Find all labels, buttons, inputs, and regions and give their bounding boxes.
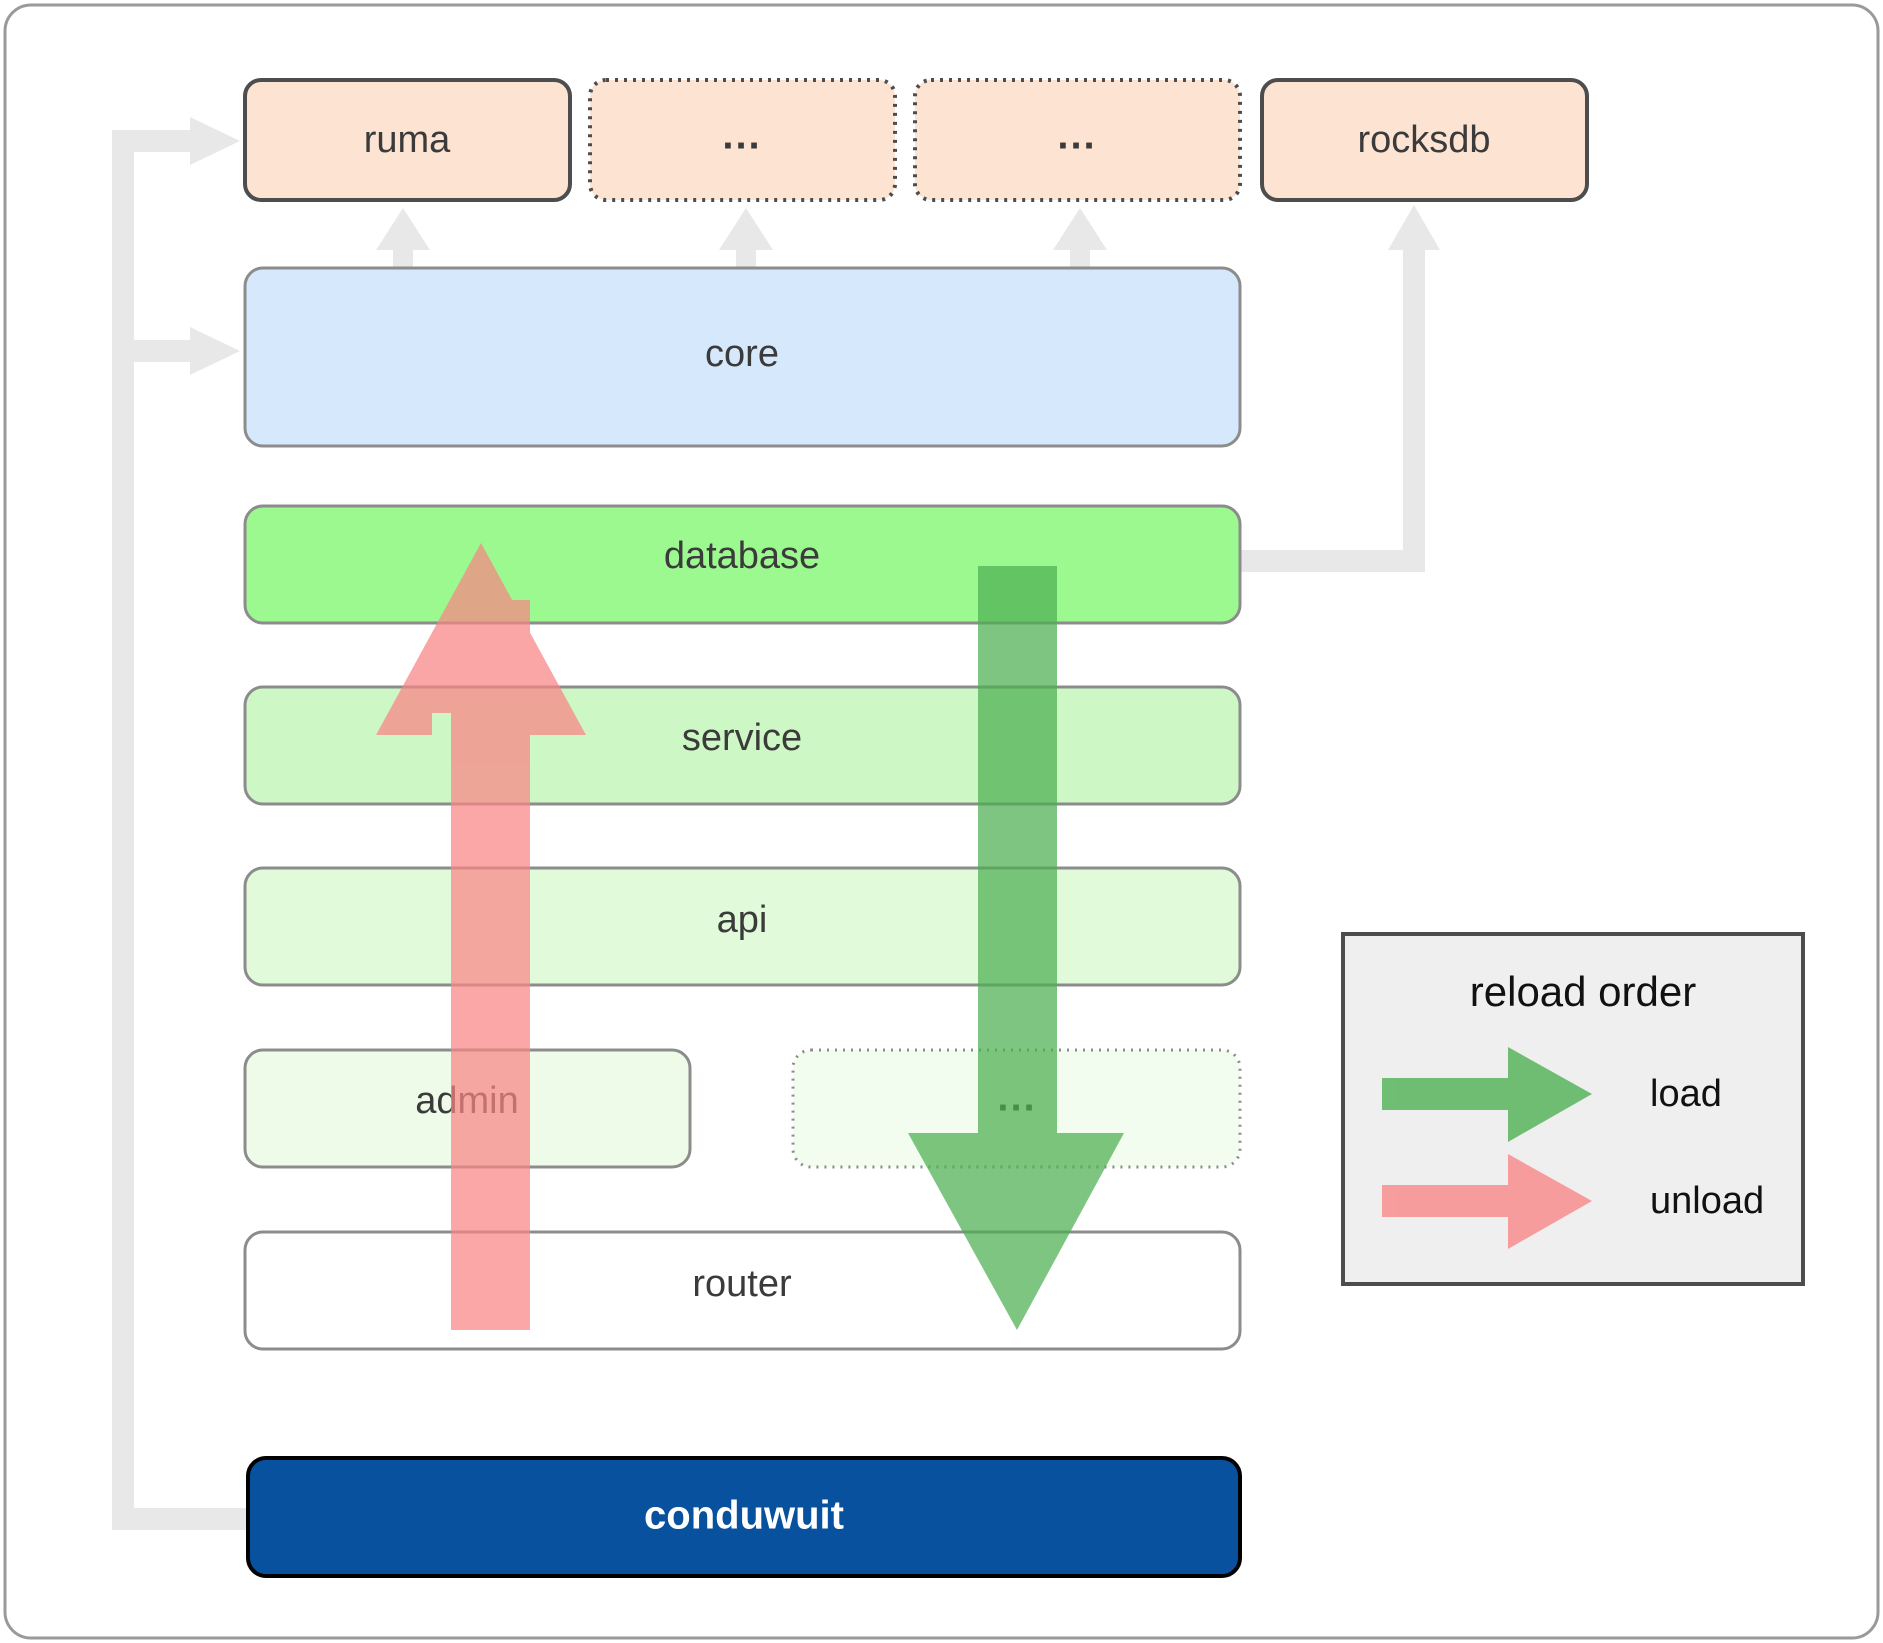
legend-unload-arrow-shaft bbox=[1382, 1185, 1537, 1217]
connector-db-to-rocksdb-head bbox=[1388, 205, 1440, 250]
layer-api-label: api bbox=[717, 899, 768, 941]
external-crate-rocksdb[interactable]: rocksdb bbox=[1260, 78, 1589, 202]
layer-database-label: database bbox=[664, 535, 820, 577]
unload-flow-arrow bbox=[376, 543, 586, 1330]
load-arrow-head bbox=[908, 1133, 1124, 1330]
layer-core-box[interactable] bbox=[243, 266, 1242, 448]
layer-router[interactable]: router bbox=[243, 1230, 1242, 1351]
external-crate-placeholder-1-box[interactable] bbox=[588, 78, 897, 202]
layer-core-label: core bbox=[705, 333, 779, 375]
layer-router-label: router bbox=[692, 1263, 792, 1305]
legend-title: reload order bbox=[1470, 968, 1696, 1015]
connector-to-conduwuit-stem bbox=[112, 1508, 247, 1530]
layer-service-label: service bbox=[682, 717, 802, 759]
legend-load-label: load bbox=[1650, 1073, 1722, 1115]
layer-database[interactable]: database bbox=[243, 504, 1242, 625]
unload-arrow-head bbox=[376, 543, 586, 735]
external-crate-ruma-label: ruma bbox=[364, 119, 451, 161]
external-crate-rocksdb-box[interactable] bbox=[1260, 78, 1589, 202]
legend: reload order load unload bbox=[1341, 932, 1805, 1286]
load-arrow-shaft bbox=[978, 566, 1057, 1246]
connector-db-to-rocksdb-horizontal bbox=[1240, 550, 1425, 572]
legend-unload-arrow-head bbox=[1508, 1154, 1592, 1249]
connector-to-ruma-head bbox=[190, 117, 240, 165]
connector-to-ruma-stem bbox=[112, 130, 197, 152]
binary-conduwuit[interactable]: conduwuit bbox=[246, 1456, 1242, 1578]
legend-entry-unload bbox=[1382, 1154, 1592, 1249]
legend-entry-load bbox=[1382, 1047, 1592, 1142]
layer-core[interactable]: core bbox=[243, 266, 1242, 448]
external-crate-placeholder-2[interactable]: ... bbox=[913, 78, 1242, 202]
external-crate-placeholder-2-label: ... bbox=[1057, 114, 1096, 158]
external-crate-rocksdb-label: rocksdb bbox=[1357, 119, 1490, 161]
connector-to-core-stem bbox=[112, 340, 197, 362]
arrow-core-to-ellipsis-2 bbox=[1053, 208, 1107, 275]
arrow-core-to-ellipsis-1 bbox=[719, 208, 773, 275]
external-crate-ruma[interactable]: ruma bbox=[243, 78, 572, 202]
legend-unload-label: unload bbox=[1650, 1180, 1764, 1222]
arrow-core-to-ruma bbox=[376, 208, 430, 275]
connector-db-to-rocksdb-vertical bbox=[1403, 245, 1425, 572]
legend-load-arrow-shaft bbox=[1382, 1078, 1537, 1110]
connector-core-to-crates bbox=[376, 208, 1107, 275]
connector-group-left bbox=[112, 117, 247, 1530]
legend-load-arrow-head bbox=[1508, 1047, 1592, 1142]
unload-arrow-shaft bbox=[451, 600, 530, 1330]
external-crate-ruma-box[interactable] bbox=[243, 78, 572, 202]
external-crate-placeholder-2-box[interactable] bbox=[913, 78, 1242, 202]
connector-trunk bbox=[112, 130, 134, 1530]
binary-conduwuit-box[interactable] bbox=[246, 1456, 1242, 1578]
load-flow-arrow bbox=[908, 566, 1124, 1330]
connector-group-right bbox=[1240, 205, 1440, 572]
external-crate-placeholder-1[interactable]: ... bbox=[588, 78, 897, 202]
binary-conduwuit-label: conduwuit bbox=[644, 1494, 844, 1538]
connector-to-core-head bbox=[190, 327, 240, 375]
outer-frame bbox=[3, 3, 1880, 1640]
external-crate-placeholder-1-label: ... bbox=[722, 114, 761, 158]
layer-api[interactable]: api bbox=[243, 866, 1242, 987]
